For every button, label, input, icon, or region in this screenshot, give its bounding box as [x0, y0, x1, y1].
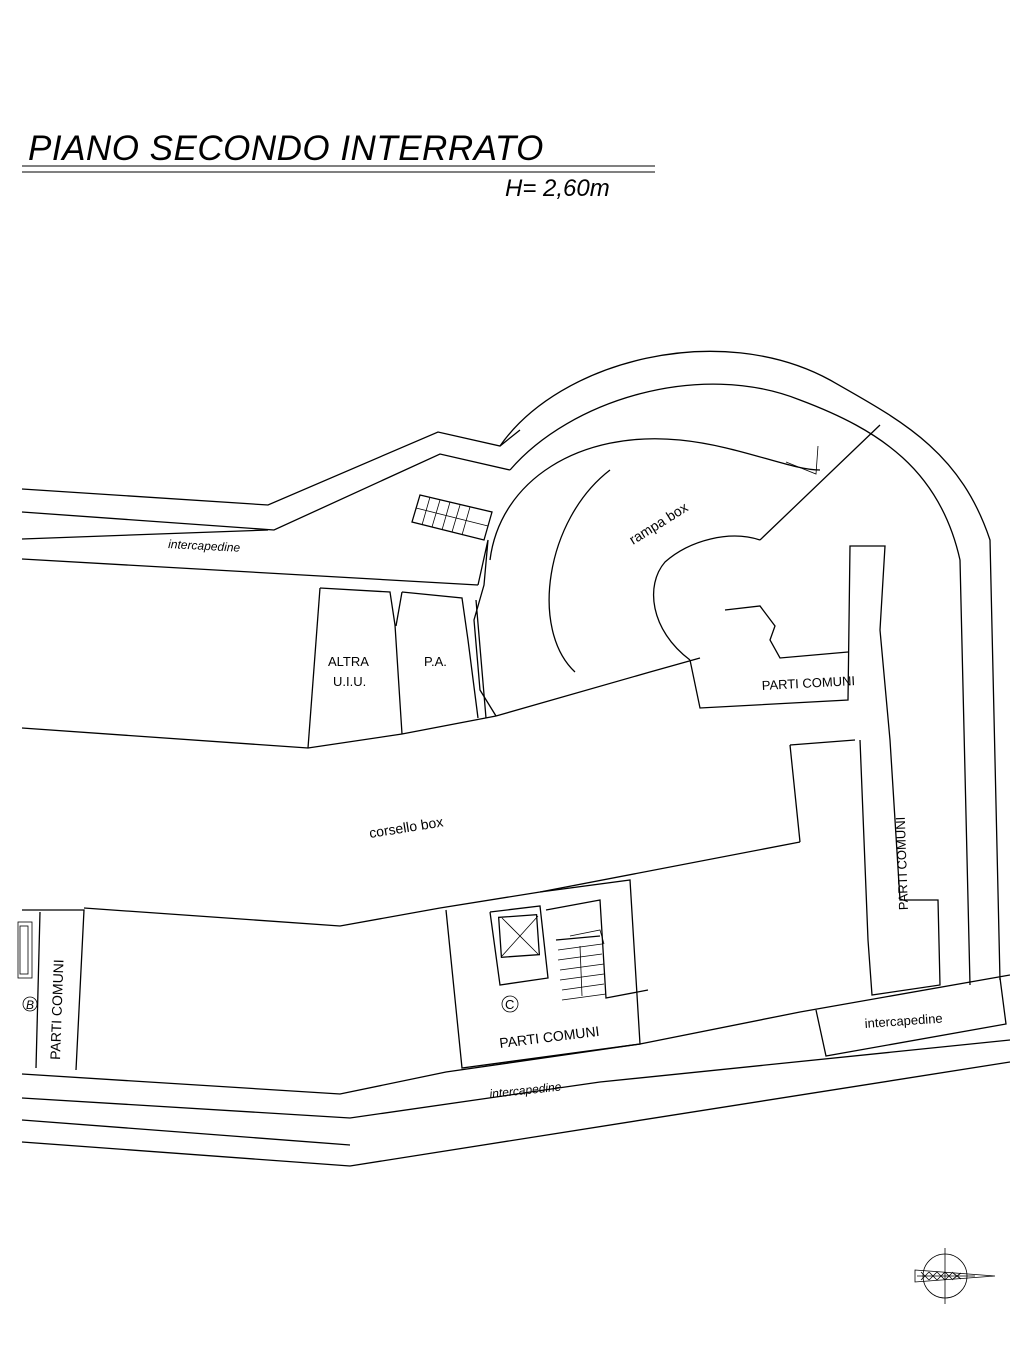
label-intercapedine-right: intercapedine [864, 1011, 943, 1031]
north-arrow-icon [914, 1248, 996, 1304]
label-parti-comuni-vertical: PARTI COMUNI [893, 817, 911, 911]
label-parti-comuni-center: PARTI COMUNI [498, 1023, 600, 1051]
marker-c-label: C [505, 997, 514, 1012]
lower-outline [17, 909, 1010, 1167]
label-pa: P.A. [424, 654, 447, 669]
ramp [473, 350, 1001, 986]
upper-outline [21, 429, 521, 586]
elevator-x-icon [497, 914, 541, 958]
label-parti-comuni-upper: PARTI COMUNI [761, 673, 855, 693]
marker-b: B [22, 996, 38, 1012]
small-stairs [411, 494, 493, 541]
stairs-icon [557, 929, 607, 1001]
label-altra-uiu-2: U.I.U. [333, 674, 366, 689]
corridor-walls [21, 657, 801, 927]
storage-rooms [307, 587, 487, 749]
ramp-direction-arrow-icon [785, 445, 819, 475]
label-intercapedine-bottom: intercapedine [489, 1079, 562, 1100]
central-core [445, 879, 649, 1069]
parti-comuni-upper-block [689, 545, 941, 996]
plan-title: PIANO SECONDO INTERRATO [28, 129, 544, 168]
label-altra-uiu-1: ALTRA [328, 654, 369, 669]
marker-b-label: B [26, 998, 34, 1012]
label-intercapedine-top: intercapedine [168, 537, 241, 555]
label-rampa-box: rampa box [626, 499, 691, 548]
marker-c: C [501, 995, 519, 1013]
label-parti-comuni-left: PARTI COMUNI [47, 959, 67, 1060]
label-corsello-box: corsello box [368, 813, 444, 840]
height-note: H= 2,60m [505, 175, 610, 202]
